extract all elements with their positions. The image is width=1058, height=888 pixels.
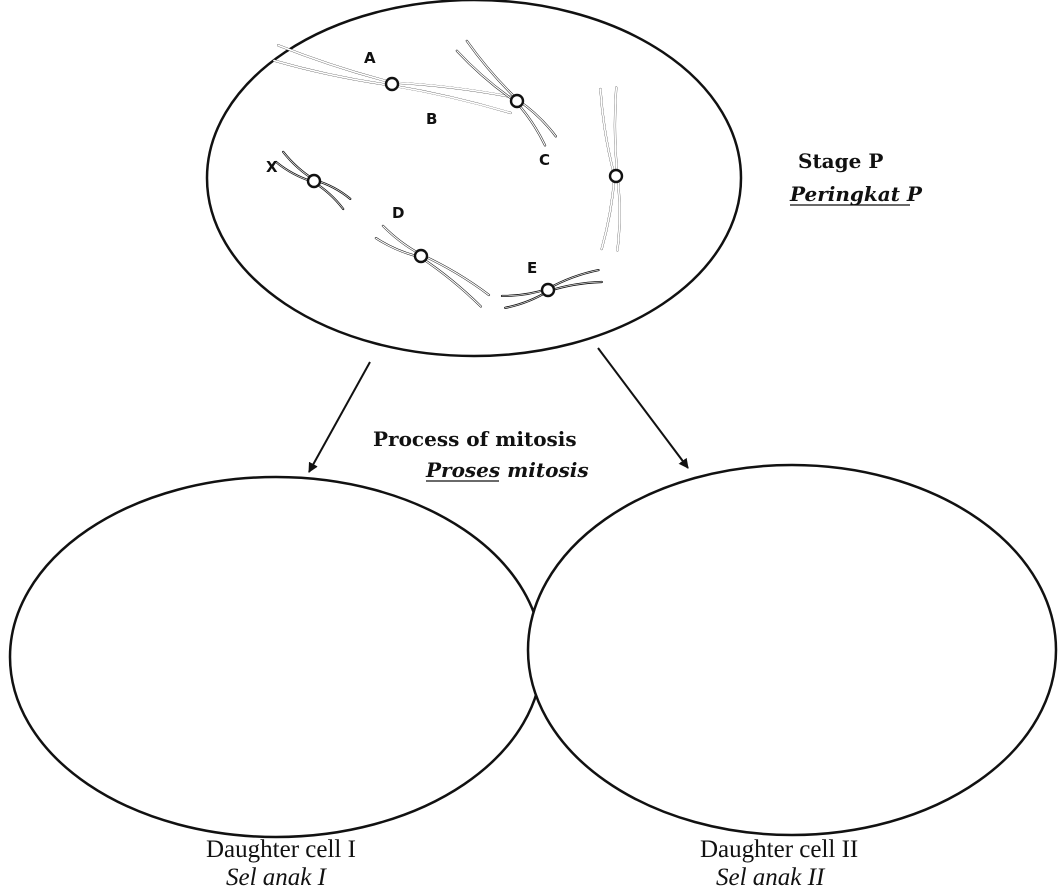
- chromosome-label-e: E: [527, 259, 537, 277]
- chromosome-label-x: X: [266, 158, 278, 176]
- daughter-cell-2: [528, 465, 1056, 835]
- chromosome-e-centromere: [542, 284, 554, 296]
- stage-label: Stage P: [798, 149, 883, 173]
- process-label: Process of mitosis: [373, 427, 577, 451]
- chromosome-x-centromere: [308, 175, 320, 187]
- daughter-cell-2-label-ms: Sel anak II: [716, 864, 826, 888]
- chromosome-b-centromere: [511, 95, 523, 107]
- stage-label-ms: Peringkat P: [789, 182, 923, 206]
- chromosome-a-centromere: [386, 78, 398, 90]
- chromosome-d-centromere: [415, 250, 427, 262]
- daughter-cell-2-label: Daughter cell II: [700, 836, 858, 863]
- parent-cell: [207, 0, 741, 356]
- arrow-to-daughter-cell-1: [309, 362, 370, 472]
- chromosome-label-a: A: [364, 49, 376, 67]
- daughter-cell-1-label: Daughter cell I: [206, 836, 356, 863]
- chromosome-label-d: D: [392, 204, 404, 222]
- process-label-ms: Proses mitosis: [425, 458, 589, 482]
- arrow-to-daughter-cell-2: [598, 348, 688, 468]
- chromosome-label-b: B: [426, 110, 437, 128]
- chromosome-label-c: C: [539, 151, 550, 169]
- daughter-cell-1-label-ms: Sel anak I: [226, 864, 328, 888]
- chromosome-c-centromere: [610, 170, 622, 182]
- daughter-cell-1: [10, 477, 542, 837]
